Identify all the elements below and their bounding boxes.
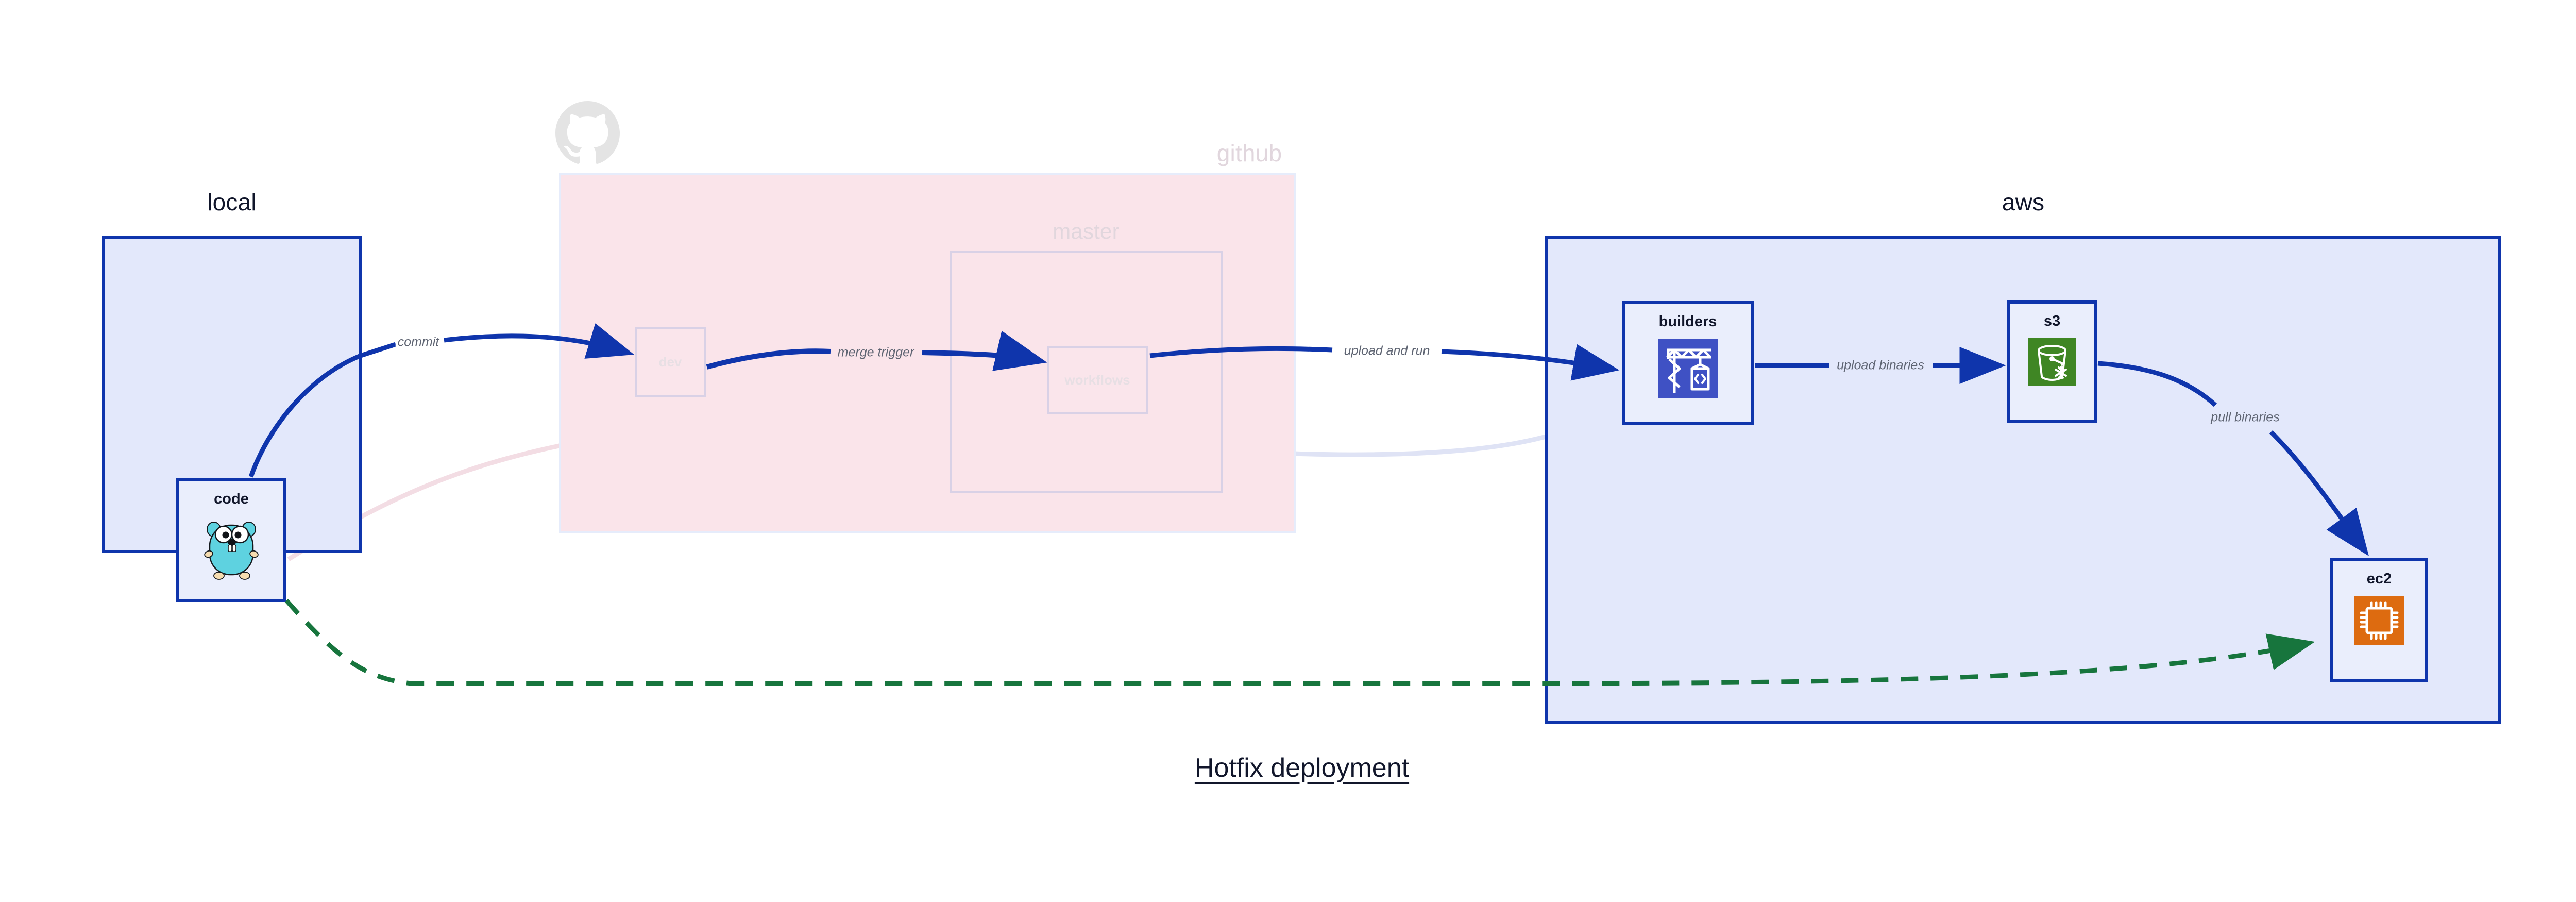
node-code-label: code — [214, 491, 249, 507]
chip-icon — [2354, 596, 2404, 648]
edge-commit — [248, 342, 397, 478]
edge-label-upload-and-run: upload and run — [1342, 343, 1432, 359]
edge-label-commit: commit — [395, 335, 442, 350]
bucket-icon — [2028, 338, 2076, 388]
edge-label-merge-trigger: merge trigger — [835, 345, 917, 360]
group-master-title: master — [1053, 219, 1120, 243]
group-github-title: github — [1216, 140, 1282, 166]
node-builders[interactable]: builders — [1622, 301, 1754, 425]
node-ec2[interactable]: ec2 — [2330, 558, 2428, 682]
edge-commit-tail — [444, 323, 634, 359]
node-workflows[interactable]: workflows — [1047, 346, 1148, 414]
node-s3-label: s3 — [2043, 313, 2061, 329]
diagram-title: Hotfix deployment — [1194, 753, 1410, 783]
group-master — [950, 251, 1223, 493]
node-dev-label: dev — [658, 354, 682, 370]
edge-pull-binaries-tail — [2269, 430, 2369, 556]
node-s3[interactable]: s3 — [2007, 300, 2097, 423]
edge-upload-and-run-tail — [1441, 344, 1620, 381]
edge-upload-and-run — [1149, 346, 1333, 358]
edge-label-upload-binaries: upload binaries — [1835, 358, 1926, 373]
node-ec2-label: ec2 — [2366, 571, 2392, 587]
edge-label-pull-binaries: pull binaries — [2209, 410, 2282, 425]
edge-merge-trigger — [706, 348, 831, 370]
group-local-title: local — [207, 189, 257, 215]
node-builders-label: builders — [1658, 313, 1717, 330]
edge-merge-trigger-tail — [922, 330, 1047, 371]
github-octocat-icon — [555, 101, 620, 165]
crane-icon — [1658, 339, 1718, 401]
edge-hotfix-direct — [284, 599, 2315, 686]
group-aws-title: aws — [2002, 189, 2045, 215]
edge-pull-binaries — [2097, 361, 2217, 407]
gopher-icon — [201, 516, 262, 582]
node-code[interactable]: code — [176, 478, 286, 602]
node-workflows-label: workflows — [1064, 372, 1130, 388]
